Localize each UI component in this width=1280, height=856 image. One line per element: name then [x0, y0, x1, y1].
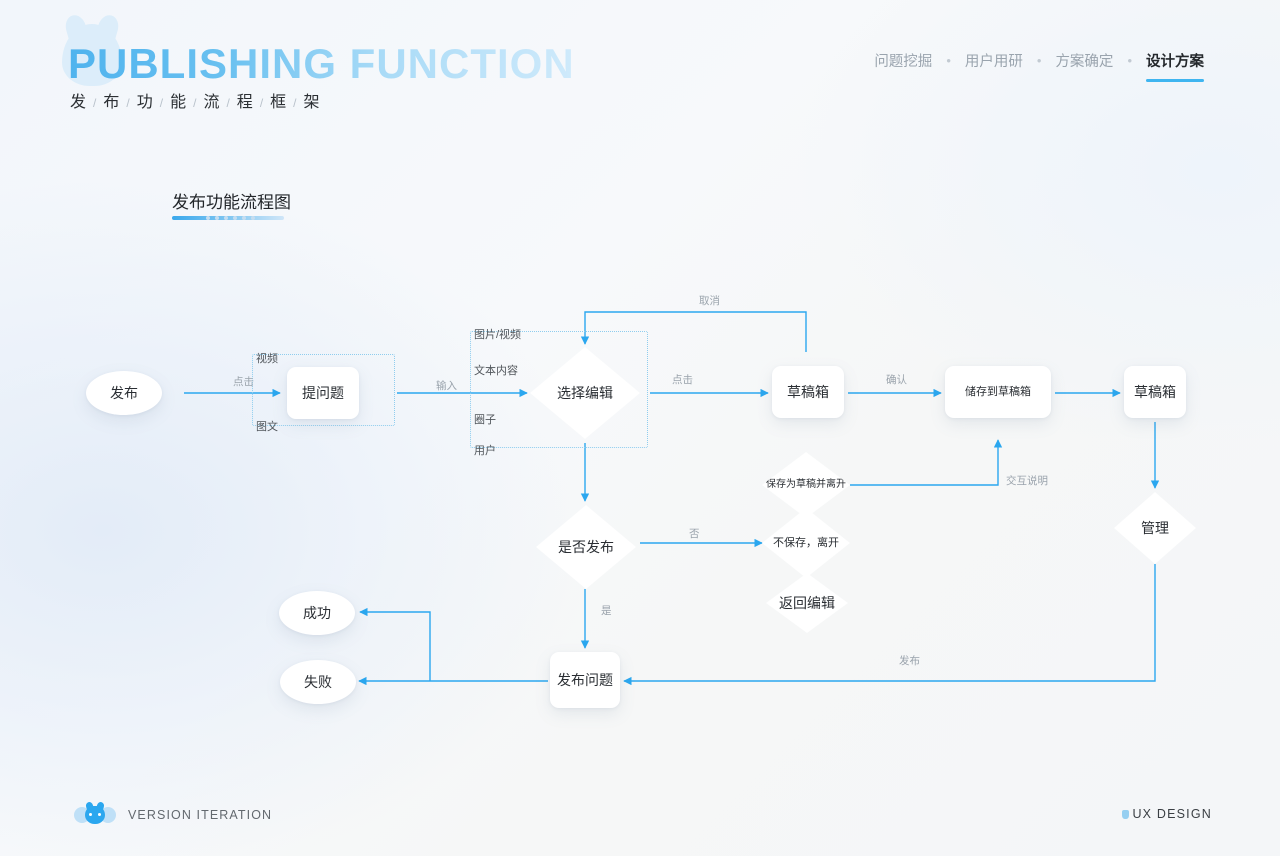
main-nav[interactable]: 问题挖掘•用户用研•方案确定•设计方案: [860, 50, 1218, 82]
title-cn-char: 布: [103, 94, 122, 111]
page-title-chinese: 发 / 布 / 功 / 能 / 流 / 程 / 框 / 架: [70, 88, 322, 112]
flow-node-label: 管理: [1141, 519, 1169, 536]
nav-separator-dot: •: [1036, 53, 1042, 68]
title-cn-char: 发: [70, 94, 89, 111]
flow-node-label: 发布问题: [557, 671, 613, 688]
edge-label-no: 否: [689, 528, 700, 540]
title-separator: /: [126, 96, 132, 110]
group-box-question-type: [252, 354, 395, 426]
flow-node-publish-start[interactable]: 发布: [86, 371, 162, 415]
flow-node-label: 保存为草稿并离开: [766, 479, 846, 491]
nav-item-2[interactable]: 方案确定: [1055, 54, 1114, 70]
edge-label-publish: 发布: [899, 655, 920, 667]
group-label-text-content: 文本内容: [474, 365, 518, 377]
edge-label-click-1: 点击: [233, 376, 254, 388]
flow-node-label: 选择编辑: [557, 384, 613, 401]
title-separator: /: [193, 96, 199, 110]
flow-node-save-to-draft[interactable]: 储存到草稿箱: [945, 366, 1051, 418]
edge-label-cancel: 取消: [699, 295, 720, 307]
flow-node-label: 发布: [110, 384, 138, 401]
flow-node-label: 失败: [304, 673, 332, 690]
title-cn-char: 功: [136, 94, 155, 111]
flow-node-label: 储存到草稿箱: [965, 385, 1031, 398]
nav-item-3[interactable]: 设计方案: [1132, 50, 1218, 82]
cat-blob-logo-icon: [62, 24, 122, 86]
section-title: 发布功能流程图: [172, 193, 291, 212]
nav-separator-dot: •: [946, 53, 951, 68]
section-underline-dots: [206, 216, 255, 220]
flow-node-draft-box-1[interactable]: 草稿箱: [772, 366, 844, 418]
nav-item-0[interactable]: 问题挖掘: [874, 54, 933, 70]
footer-right-label: UX DESIGN: [1132, 807, 1212, 821]
group-label-imagetext: 图文: [256, 421, 278, 433]
section-underline: [172, 216, 284, 220]
title-separator: /: [259, 96, 266, 110]
flow-node-label: 成功: [303, 604, 331, 621]
group-label-circle: 圈子: [474, 414, 496, 426]
flow-node-ask-question[interactable]: 提问题: [287, 367, 359, 419]
group-box-edit-content: [470, 331, 648, 448]
title-separator: /: [93, 96, 99, 110]
flow-node-label: 是否发布: [558, 538, 614, 555]
title-cn-char: 架: [303, 94, 322, 111]
flow-node-label: 草稿箱: [1134, 383, 1176, 400]
flow-node-success[interactable]: 成功: [279, 591, 355, 635]
cat-mascot-icon: [74, 805, 116, 825]
flow-node-draft-box-2[interactable]: 草稿箱: [1124, 366, 1186, 418]
flow-node-label: 返回编辑: [779, 594, 835, 611]
nav-separator-dot: •: [1127, 53, 1132, 68]
edge-label-input: 输入: [436, 380, 457, 392]
edge-label-interaction-note: 交互说明: [1006, 475, 1048, 487]
footer-left-label: VERSION ITERATION: [128, 808, 273, 822]
page-header: PUBLISHING FUNCTION 发 / 布 / 功 / 能 / 流 / 程 / 框 / 架 问题挖掘…: [0, 0, 1280, 130]
edge-label-click-2: 点击: [672, 374, 693, 386]
group-label-image-video: 图片/视频: [474, 329, 522, 341]
title-cn-char: 程: [236, 94, 255, 111]
flow-node-label: 草稿箱: [787, 383, 829, 400]
group-label-user: 用户: [474, 445, 496, 457]
group-label-video: 视频: [256, 353, 278, 365]
edge-label-confirm: 确认: [886, 374, 907, 386]
title-separator: /: [159, 96, 166, 110]
title-cn-char: 流: [203, 94, 222, 111]
flow-node-publish-question[interactable]: 发布问题: [550, 652, 620, 708]
page-title-english: PUBLISHING FUNCTION: [68, 40, 575, 87]
nav-item-1[interactable]: 用户用研: [964, 54, 1023, 70]
flow-node-label: 提问题: [302, 384, 344, 401]
flow-node-label: 不保存，离开: [773, 536, 839, 549]
edge-label-yes: 是: [601, 605, 612, 617]
leaf-mark-icon: [1122, 809, 1130, 819]
title-separator: /: [226, 96, 232, 110]
flow-node-failure[interactable]: 失败: [280, 660, 356, 704]
footer-ux-design: UX DESIGN: [1122, 807, 1212, 821]
title-cn-char: 能: [170, 94, 189, 111]
title-separator: /: [293, 96, 299, 110]
footer-version-iteration: VERSION ITERATION: [74, 805, 272, 825]
title-cn-char: 框: [270, 94, 289, 111]
